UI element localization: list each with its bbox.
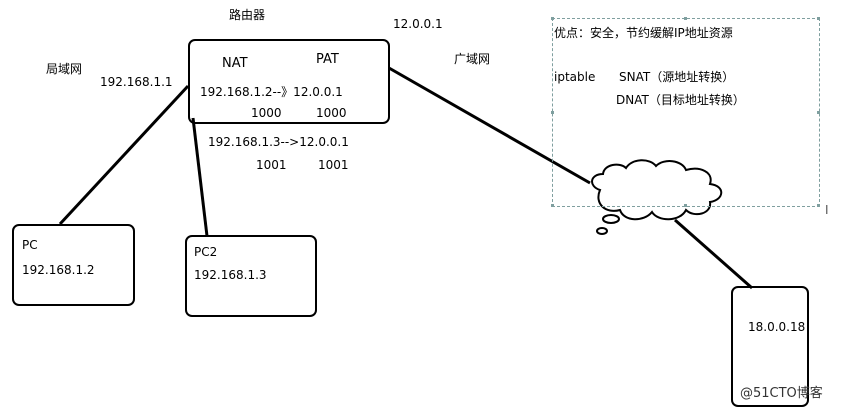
wan-ip: 12.0.0.1: [393, 17, 443, 31]
note-iptable-label: iptable: [554, 70, 596, 84]
router-box: [188, 39, 390, 124]
wire-cloud-server: [674, 218, 753, 290]
note-dnat: DNAT（目标地址转换）: [616, 93, 745, 107]
note-snat: SNAT（源地址转换）: [619, 70, 735, 84]
lan-gateway-ip: 192.168.1.1: [100, 75, 173, 89]
wan-label: 广域网: [454, 52, 491, 66]
pat-label: PAT: [316, 52, 339, 67]
wire-router-cloud: [388, 66, 591, 185]
pc2-name: PC2: [194, 245, 218, 259]
router-port-left: 1000: [251, 106, 282, 120]
pc-name: PC: [22, 238, 38, 252]
mapping2-port-right: 1001: [318, 158, 349, 172]
router-title: 路由器: [229, 8, 266, 22]
wire-router-pc2: [191, 117, 209, 237]
server-box: [731, 286, 809, 407]
cloud-icon: [591, 159, 723, 235]
mapping-row-2: 192.168.1.3-->12.0.0.1: [208, 135, 349, 149]
pc2-box: [185, 235, 317, 317]
router-map-row: 192.168.1.2--》12.0.0.1: [200, 85, 343, 99]
watermark: @51CTO博客: [740, 386, 823, 401]
pc2-ip: 192.168.1.3: [194, 268, 267, 282]
text-cursor-icon: I: [825, 203, 829, 217]
nat-label: NAT: [222, 56, 248, 71]
wire-router-pc: [58, 84, 190, 226]
server-ip: 18.0.0.18: [748, 320, 806, 334]
note-line-1: 优点：安全，节约缓解IP地址资源: [554, 26, 733, 40]
lan-label: 局域网: [46, 62, 83, 76]
note-textbox[interactable]: [551, 17, 820, 207]
pc-ip: 192.168.1.2: [22, 263, 95, 277]
mapping2-port-left: 1001: [256, 158, 287, 172]
router-port-right: 1000: [316, 106, 347, 120]
pc-box: [12, 224, 135, 306]
